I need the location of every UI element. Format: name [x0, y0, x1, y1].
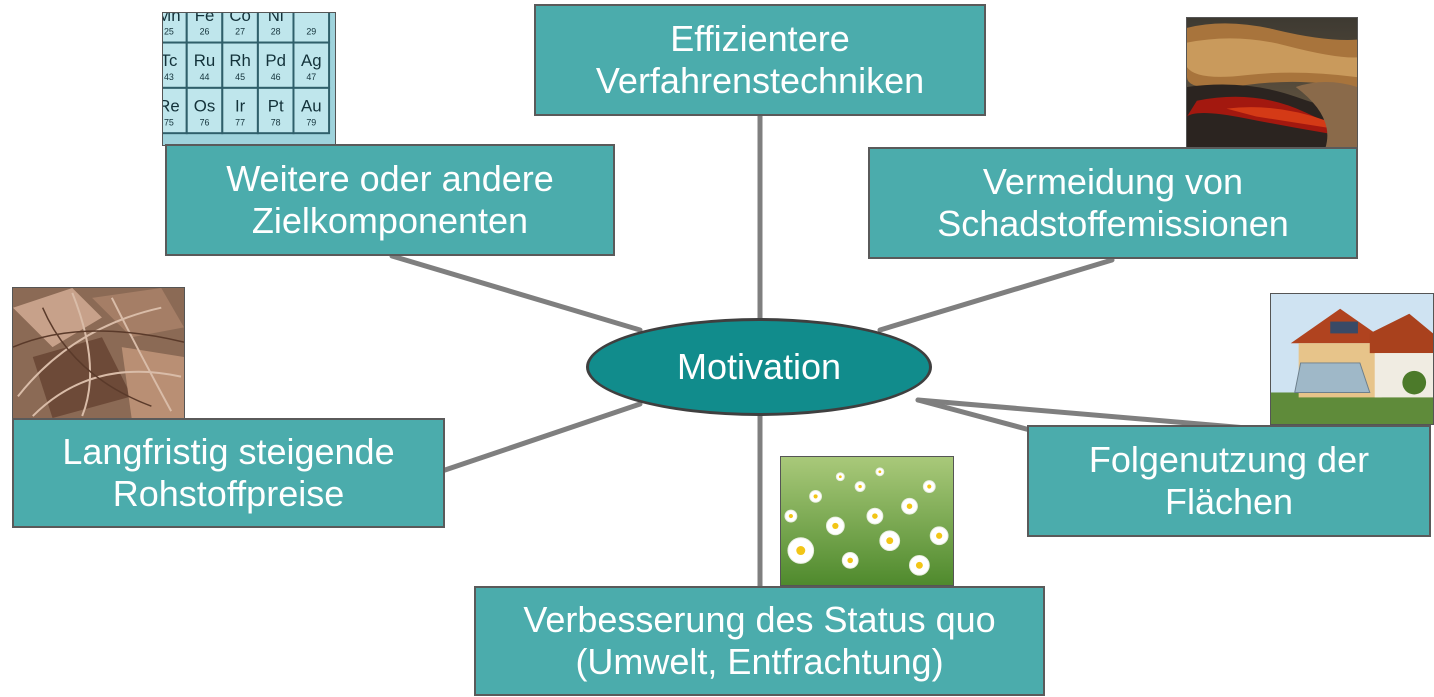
element-symbol: Rh: [229, 51, 250, 70]
element-number: 29: [306, 27, 316, 37]
periodic-cell: [185, 86, 224, 135]
node-target-components: Weitere oder andere Zielkomponenten: [165, 144, 615, 256]
daisy-center: [838, 475, 842, 479]
central-motivation-node: Motivation: [586, 318, 932, 416]
daisy-center: [906, 503, 913, 509]
connector-right: [915, 397, 1033, 433]
daisy-center: [813, 494, 818, 499]
element-number: 78: [271, 117, 281, 127]
element-number: 77: [235, 117, 245, 127]
node-line-2: Verfahrenstechniken: [595, 60, 925, 101]
central-label: Motivation: [676, 346, 842, 387]
daisy-center: [796, 546, 806, 556]
periodic-cell: [292, 86, 331, 135]
node-line-1: Effizientere: [670, 18, 850, 59]
daisy-center: [832, 522, 839, 530]
node-line-1: Langfristig steigende: [62, 431, 395, 472]
element-symbol: Tc: [163, 51, 177, 70]
periodic-cell: [292, 13, 331, 44]
element-symbol: Ir: [235, 97, 246, 116]
scrap-metal-photo: [12, 287, 185, 419]
node-land-reuse: Folgenutzung der Flächen: [1027, 425, 1431, 537]
element-symbol: Os: [194, 97, 215, 116]
daisy-center: [927, 484, 932, 489]
solar-house-photo: [1270, 293, 1434, 425]
element-symbol: Re: [163, 97, 180, 116]
daisy-center: [886, 537, 894, 545]
node-line-1: Verbesserung des Status quo: [523, 599, 996, 640]
periodic-cell: [292, 41, 331, 89]
element-number: 46: [271, 72, 281, 82]
element-symbol: Mn: [163, 13, 181, 25]
element-symbol: Ag: [301, 51, 322, 70]
node-line-2: Flächen: [1164, 481, 1294, 522]
element-number: 43: [164, 72, 174, 82]
element-number: 28: [271, 27, 281, 37]
periodic-cell: [221, 86, 259, 135]
node-line-1: Vermeidung von: [982, 161, 1244, 202]
node-line-1: Weitere oder andere: [226, 158, 554, 199]
node-status-quo-improvement: Verbesserung des Status quo (Umwelt, Ent…: [474, 586, 1045, 696]
node-raw-material-prices: Langfristig steigende Rohstoffpreise: [12, 418, 445, 528]
daisy-center: [878, 470, 882, 474]
element-number: 25: [164, 27, 174, 37]
element-symbol: Ni: [268, 13, 284, 25]
element-number: 79: [306, 117, 316, 127]
element-number: 26: [200, 27, 210, 37]
connector-top-right: [877, 257, 1115, 333]
periodic-table-photo: Mn 25 Fe 26 Co 27 Ni 28 29Tc 43 Ru 44 Rh 45 Pd 46 Ag 47Re…: [162, 12, 336, 146]
element-symbol: Co: [229, 13, 250, 25]
node-emission-avoidance: Vermeidung von Schadstoffemissionen: [868, 147, 1358, 259]
element-symbol: Au: [301, 97, 322, 116]
node-line-2: (Umwelt, Entfrachtung): [575, 641, 944, 682]
node-line-2: Zielkomponenten: [251, 200, 529, 241]
element-number: 47: [306, 72, 316, 82]
element-symbol: Fe: [195, 13, 215, 25]
connector-left: [442, 401, 643, 473]
node-line-2: Schadstoffemissionen: [937, 203, 1289, 244]
daisy-center: [915, 561, 923, 569]
node-efficient-processes: Effizientere Verfahrenstechniken: [534, 4, 986, 116]
red-river-mine-photo: [1186, 17, 1358, 149]
element-number: 27: [235, 27, 245, 37]
daisy-center: [858, 484, 862, 489]
element-symbol: Pd: [265, 51, 286, 70]
node-line-1: Folgenutzung der: [1088, 439, 1370, 480]
element-symbol: Pt: [268, 97, 284, 116]
daisy-meadow-photo: [780, 456, 954, 586]
element-number: 75: [164, 117, 174, 127]
element-number: 44: [200, 72, 210, 82]
daisy-center: [872, 513, 878, 519]
node-line-2: Rohstoffpreise: [112, 473, 345, 514]
connector-top-left: [389, 253, 643, 333]
element-number: 45: [235, 72, 245, 82]
element-symbol: Ru: [194, 51, 215, 70]
periodic-cell: [185, 41, 224, 89]
daisy-center: [788, 514, 793, 519]
daisy-center: [847, 557, 853, 564]
daisy-center: [936, 532, 943, 539]
element-number: 76: [200, 117, 210, 127]
